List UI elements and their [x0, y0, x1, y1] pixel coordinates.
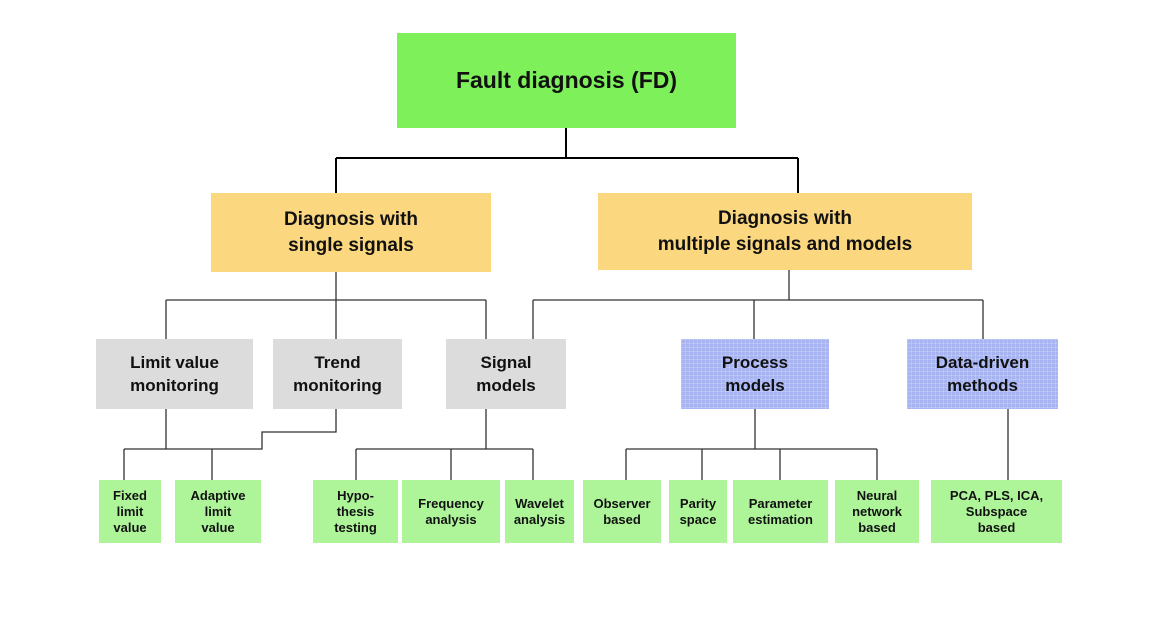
leaf-hypothesis-testing: Hypo- thesis testing [313, 480, 398, 543]
node-data-driven-methods: Data-driven methods [907, 339, 1058, 409]
leaf-hypothesis-testing-label: Hypo- thesis testing [334, 487, 377, 535]
leaf-adaptive-limit-value: Adaptive limit value [175, 480, 261, 543]
leaf-observer-based: Observer based [583, 480, 661, 543]
node-process-models: Process models [681, 339, 829, 409]
leaf-pca-pls-ica-subspace: PCA, PLS, ICA, Subspace based [931, 480, 1062, 543]
leaf-fixed-limit-value: Fixed limit value [99, 480, 161, 543]
node-multiple-signals-models: Diagnosis with multiple signals and mode… [598, 193, 972, 270]
leaf-neural-network-based: Neural network based [835, 480, 919, 543]
node-single-signals-label: Diagnosis with single signals [283, 208, 419, 256]
leaf-pca-pls-ica-subspace-label: PCA, PLS, ICA, Subspace based [949, 487, 1044, 535]
leaf-wavelet-analysis: Wavelet analysis [505, 480, 574, 543]
leaf-neural-network-based-label: Neural network based [852, 487, 902, 535]
leaf-parameter-estimation: Parameter estimation [733, 480, 828, 543]
leaf-wavelet-analysis-label: Wavelet analysis [513, 495, 566, 527]
leaf-frequency-analysis-label: Frequency analysis [418, 495, 484, 527]
node-single-signals: Diagnosis with single signals [211, 193, 491, 272]
node-signal-models-label: Signal models [476, 353, 536, 395]
leaf-fixed-limit-value-label: Fixed limit value [113, 487, 147, 535]
node-root-label: Fault diagnosis (FD) [455, 67, 678, 93]
leaf-parity-space-label: Parity space [679, 495, 717, 527]
node-trend-monitoring-label: Trend monitoring [293, 353, 382, 395]
connector-trend-to-adaptive [212, 409, 337, 450]
node-root: Fault diagnosis (FD) [397, 33, 736, 128]
node-multiple-signals-models-label: Diagnosis with multiple signals and mode… [657, 207, 913, 255]
node-trend-monitoring: Trend monitoring [273, 339, 402, 409]
node-limit-value-monitoring: Limit value monitoring [96, 339, 253, 409]
node-process-models-label: Process models [721, 353, 789, 395]
node-limit-value-monitoring-label: Limit value monitoring [130, 353, 219, 395]
leaf-observer-based-label: Observer based [593, 495, 651, 527]
node-signal-models: Signal models [446, 339, 566, 409]
leaf-adaptive-limit-value-label: Adaptive limit value [190, 487, 246, 535]
node-data-driven-methods-label: Data-driven methods [935, 353, 1030, 395]
leaf-frequency-analysis: Frequency analysis [402, 480, 500, 543]
leaf-parity-space: Parity space [669, 480, 727, 543]
leaf-parameter-estimation-label: Parameter estimation [747, 495, 813, 527]
